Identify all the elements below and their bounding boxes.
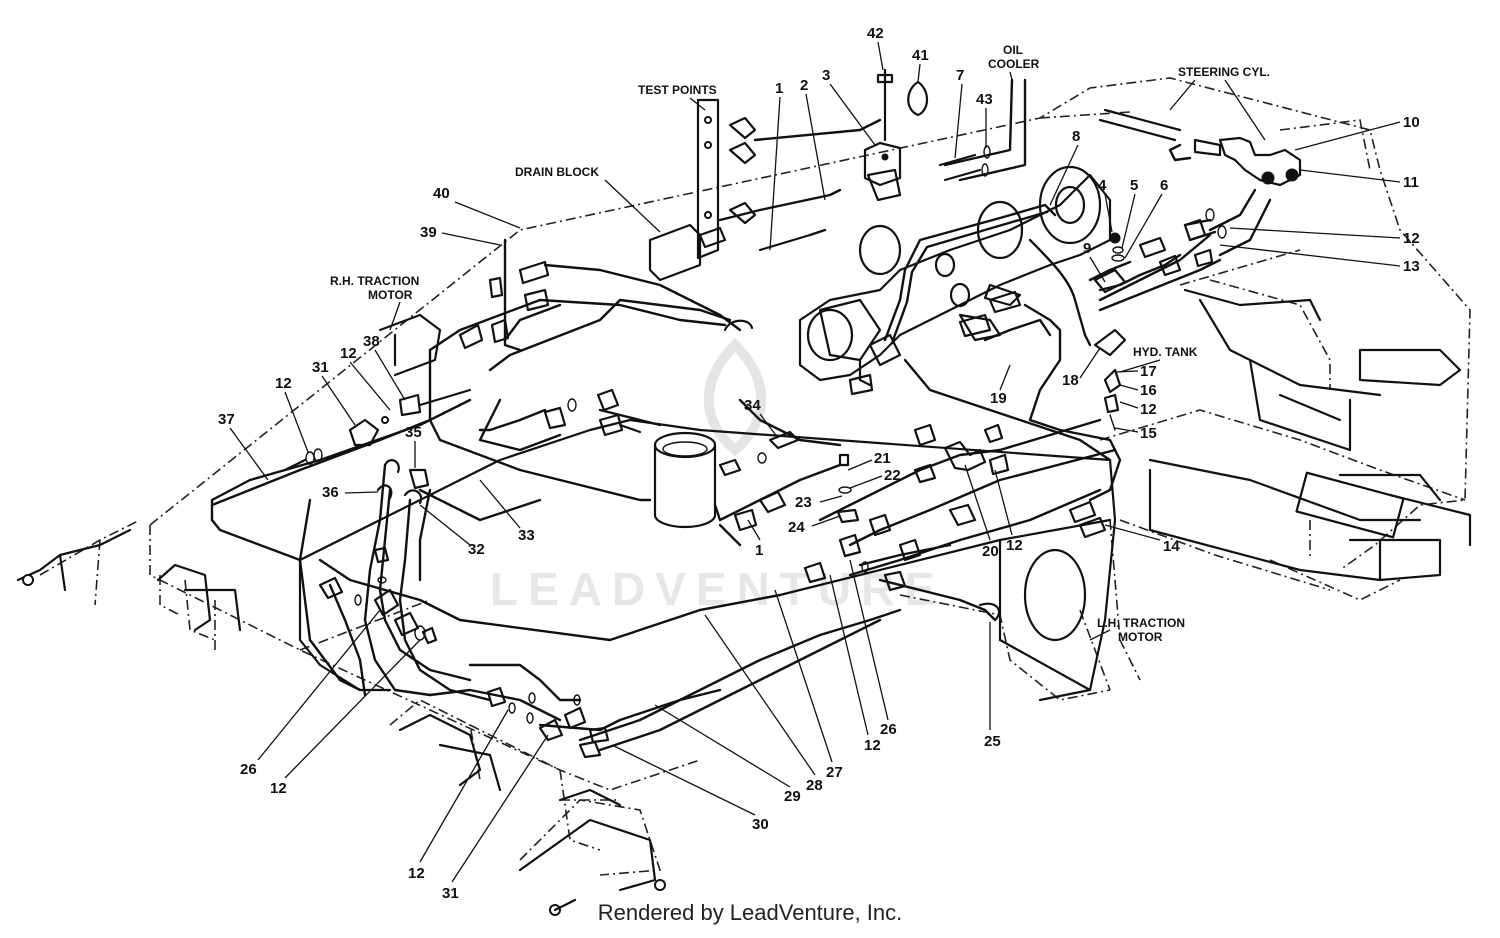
lh-motor-opening <box>1023 548 1087 642</box>
callout-25: 25 <box>984 733 1001 750</box>
label-test-points: TEST POINTS <box>638 83 717 97</box>
bracket-3 <box>863 68 929 202</box>
callout-28: 28 <box>806 777 823 794</box>
callout-42: 42 <box>867 25 884 42</box>
callout-33: 33 <box>518 527 535 544</box>
callout-36: 36 <box>322 484 339 501</box>
label-hyd-tank: HYD. TANK <box>1133 345 1198 359</box>
callout-12-d: 12 <box>1140 401 1157 418</box>
callout-12-g: 12 <box>864 737 881 754</box>
callout-19: 19 <box>990 390 1007 407</box>
callout-3: 3 <box>822 67 830 84</box>
callout-41: 41 <box>912 47 929 64</box>
callout-22: 22 <box>884 467 901 484</box>
watermark-flame-icon <box>703 337 767 457</box>
label-lh-traction-2: MOTOR <box>1118 630 1163 644</box>
callout-35: 35 <box>405 424 422 441</box>
callout-29: 29 <box>784 788 801 805</box>
label-steering-cyl: STEERING CYL. <box>1178 65 1270 79</box>
callout-7: 7 <box>956 67 964 84</box>
callout-2: 2 <box>800 77 808 94</box>
component-labels: TEST POINTS DRAIN BLOCK OIL COOLER STEER… <box>330 43 1270 644</box>
callout-8: 8 <box>1072 128 1080 145</box>
callout-43: 43 <box>976 91 993 108</box>
callout-20: 20 <box>982 543 999 560</box>
callout-15: 15 <box>1140 425 1157 442</box>
callout-27: 27 <box>826 764 843 781</box>
callout-26-a: 26 <box>240 761 257 778</box>
callouts: 42 41 43 7 3 2 1 8 10 11 4 5 6 12 13 9 4… <box>218 25 1420 902</box>
callout-12-c: 12 <box>275 375 292 392</box>
label-drain-block: DRAIN BLOCK <box>515 165 599 179</box>
callout-4: 4 <box>1098 177 1107 194</box>
label-rh-traction-2: MOTOR <box>368 288 413 302</box>
label-lh-traction-1: L.H. TRACTION <box>1097 616 1185 630</box>
hydraulic-filter <box>653 431 717 529</box>
test-points-bracket <box>648 98 757 282</box>
callout-32: 32 <box>468 541 485 558</box>
footer-credit: Rendered by LeadVenture, Inc. <box>597 900 903 925</box>
hydraulic-tubes <box>210 78 1302 752</box>
callout-18: 18 <box>1062 372 1079 389</box>
callout-21: 21 <box>874 450 891 467</box>
callout-6: 6 <box>1160 177 1168 194</box>
frame-body <box>16 288 1472 916</box>
fittings <box>283 145 1227 759</box>
callout-9: 9 <box>1083 240 1091 257</box>
callout-31-b: 31 <box>442 885 459 902</box>
callout-23: 23 <box>795 494 812 511</box>
callout-12-e: 12 <box>1006 537 1023 554</box>
callout-39: 39 <box>420 224 437 241</box>
callout-1-top: 1 <box>775 80 783 97</box>
pump-assembly <box>798 165 1112 387</box>
label-rh-traction-1: R.H. TRACTION <box>330 274 419 288</box>
callout-24: 24 <box>788 519 805 536</box>
callout-26-b: 26 <box>880 721 897 738</box>
callout-1-bottom: 1 <box>755 542 763 559</box>
callout-10: 10 <box>1403 114 1420 131</box>
callout-40: 40 <box>433 185 450 202</box>
callout-16: 16 <box>1140 382 1157 399</box>
callout-5: 5 <box>1130 177 1138 194</box>
callout-34: 34 <box>744 397 761 414</box>
callout-37: 37 <box>218 411 235 428</box>
callout-17: 17 <box>1140 363 1157 380</box>
callout-13: 13 <box>1403 258 1420 275</box>
frame-outline <box>39 77 1471 876</box>
callout-12-h: 12 <box>408 865 425 882</box>
callout-38: 38 <box>363 333 380 350</box>
callout-11: 11 <box>1403 174 1419 191</box>
callout-12-a: 12 <box>1403 230 1420 247</box>
callout-30: 30 <box>752 816 769 833</box>
label-leaders <box>389 71 1266 641</box>
label-oil-cooler-1: OIL <box>1003 43 1023 57</box>
callout-14: 14 <box>1163 538 1180 555</box>
label-oil-cooler-2: COOLER <box>988 57 1040 71</box>
callout-31-a: 31 <box>312 359 329 376</box>
callout-12-b: 12 <box>340 345 357 362</box>
callout-12-f: 12 <box>270 780 287 797</box>
